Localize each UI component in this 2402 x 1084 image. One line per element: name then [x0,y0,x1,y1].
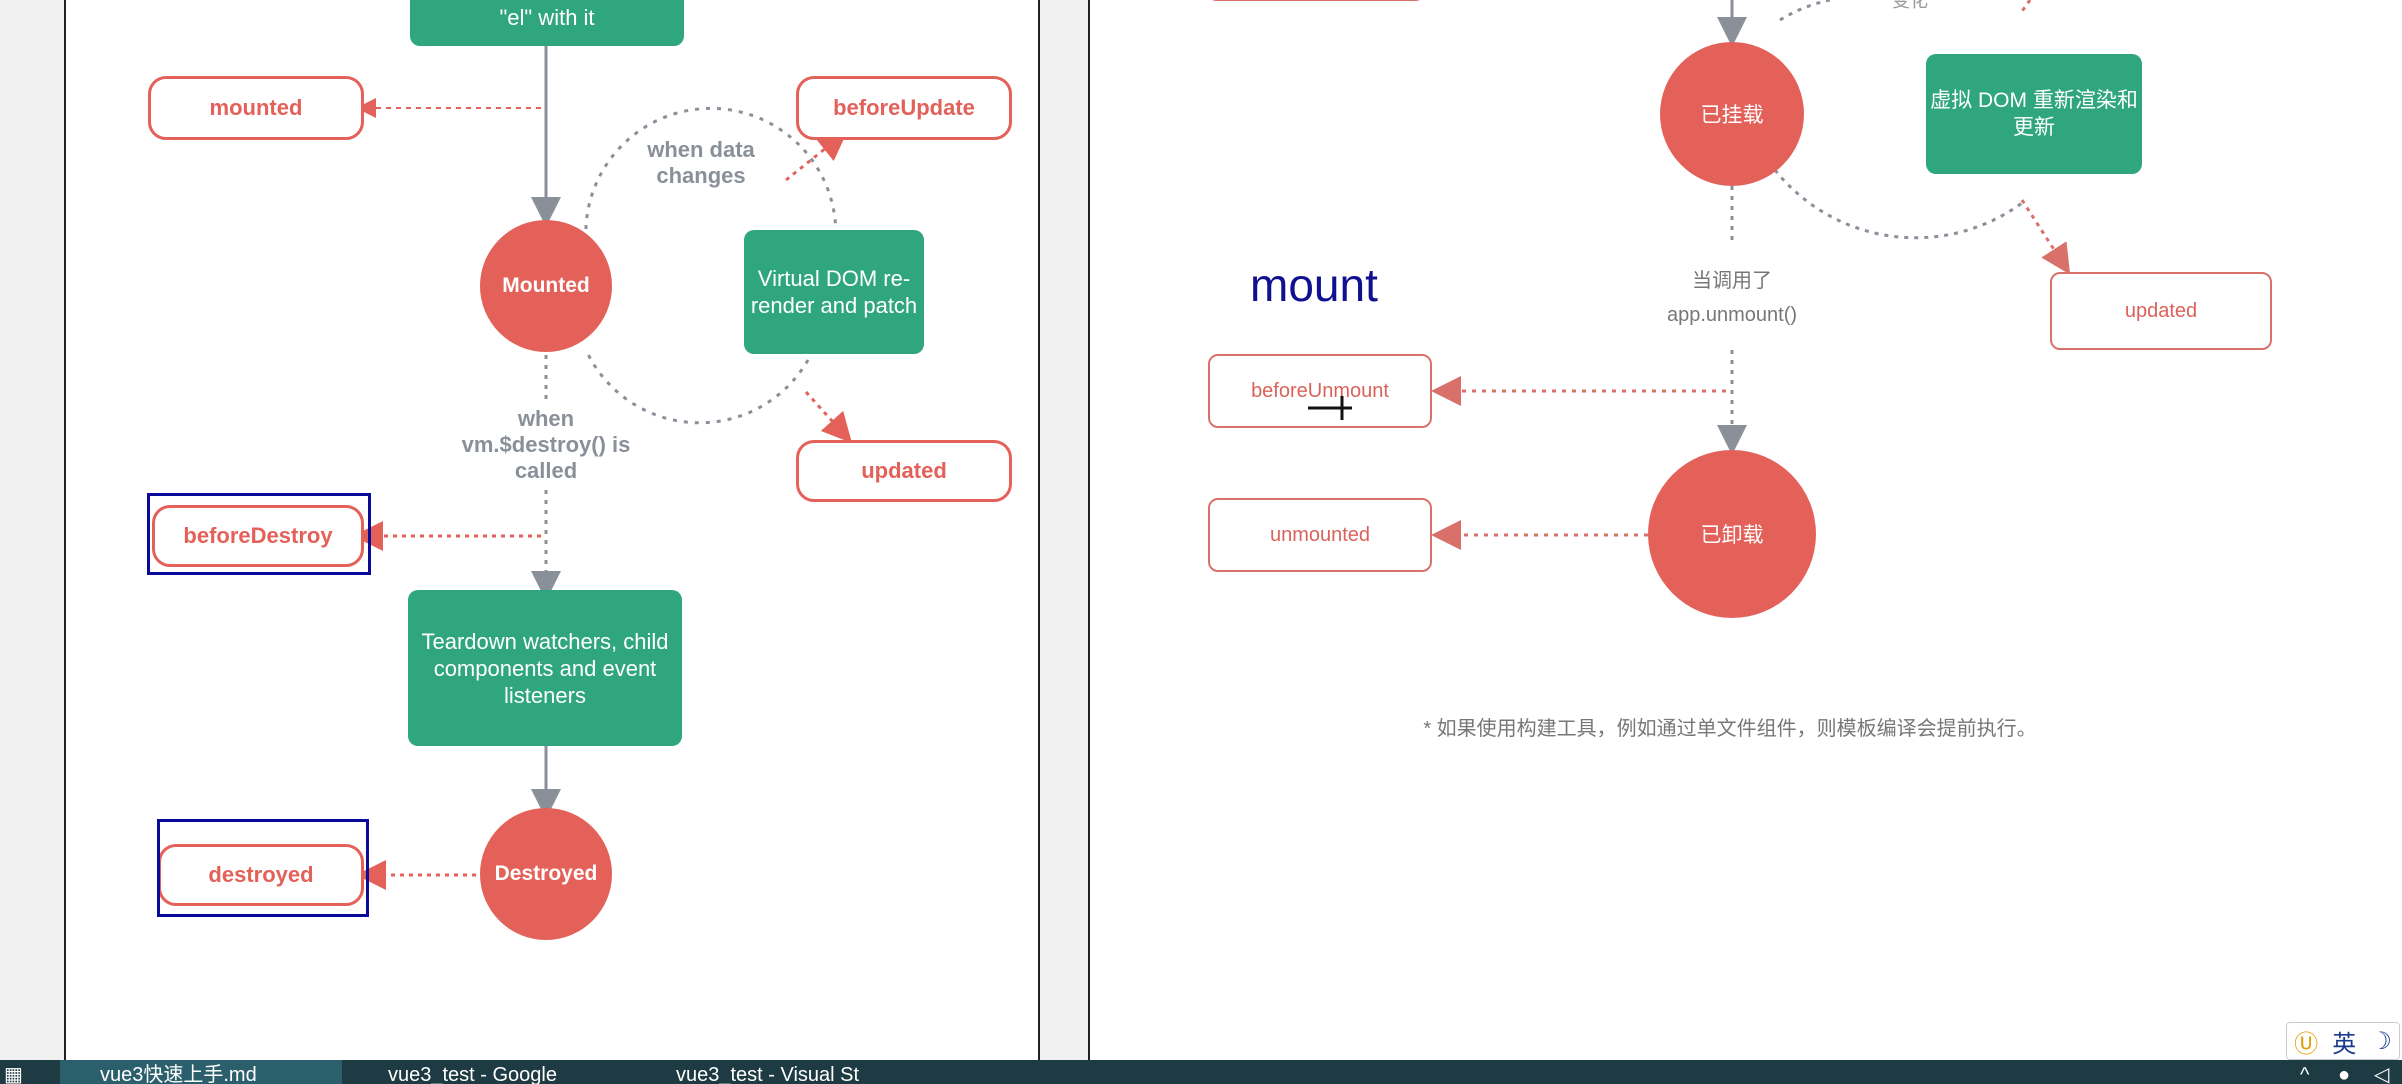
mounted-hook-label: mounted [209,95,303,120]
taskbar-item-chrome[interactable]: vue3_test - Google [358,1060,598,1084]
destroyed-hook-label: destroyed [208,862,314,887]
mounted-state-circle-cn: 已挂载 [1660,42,1804,186]
taskbar-item-vscode-label: vue3_test - Visual St [676,1064,860,1084]
tray-chevron-up-icon[interactable]: ^ [2300,1064,2310,1084]
vue2-lifecycle-diagram: "el" with it mounted beforeUpdate when d… [64,0,1040,1060]
tray-app-icon[interactable]: ● [2338,1064,2351,1084]
updated-hook-label: updated [861,458,947,483]
ime-logo-icon: Ⓤ [2294,1030,2319,1058]
virtual-dom-box-cn: 虚拟 DOM 重新渲染和更新 [1926,54,2142,174]
virtual-dom-text: Virtual DOM re-render and patch [750,266,918,318]
selection-box-before-destroy [147,493,371,575]
mount-annotation: mount [1250,259,1378,311]
taskbar-item-vscode[interactable]: vue3_test - Visual St [640,1060,900,1084]
taskbar-item-markdown-label: vue3快速上手.md [100,1064,257,1084]
before-update-hook: beforeUpdate [796,76,1012,140]
compile-template-text: "el" with it [499,4,595,30]
before-unmount-hook: beforeUnmount [1208,354,1432,428]
ime-language-label: 英 [2332,1030,2357,1058]
right-connectors [1212,0,2071,550]
when-data-changes-label: when data changes [647,137,755,188]
before-destroy-hook: beforeDestroy [152,505,364,567]
mounted-state-label: Mounted [502,274,590,297]
destroyed-state-label: Destroyed [494,862,598,885]
taskbar: ▦ vue3快速上手.md vue3_test - Google vue3_te… [0,1060,2402,1084]
virtual-dom-text-cn: 虚拟 DOM 重新渲染和更新 [1930,89,2138,139]
unmounted-hook: unmounted [1208,498,1432,572]
taskbar-item-markdown[interactable]: vue3快速上手.md [60,1060,342,1084]
updated-hook-label-cn: updated [2124,299,2198,322]
crosshair-cursor-icon [1308,396,1352,420]
change-label: 变化 [1892,0,1928,11]
unmounted-state-circle: 已卸载 [1648,450,1816,618]
footnote: * 如果使用构建工具，例如通过单文件组件，则模板编译会提前执行。 [1423,718,2037,740]
destroyed-hook: destroyed [158,844,364,906]
mounted-state-circle: Mounted [480,220,612,352]
unmounted-state-label: 已卸载 [1700,524,1764,547]
destroyed-state-circle: Destroyed [480,808,612,940]
unmounted-hook-label: unmounted [1269,523,1371,546]
ime-indicator[interactable]: Ⓤ 英 ☽ [2286,1022,2400,1060]
mounted-hook: mounted [148,76,364,140]
vue3-lifecycle-diagram: 变化 已挂载 虚拟 DOM 重新渲染和更新 mount 当调用了 app.unm… [1088,0,2402,1060]
when-destroy-label: when vm.$destroy() is called [461,406,631,483]
mounted-state-label-cn: 已挂载 [1700,104,1764,127]
compile-template-box: "el" with it [410,0,684,46]
taskbar-item-chrome-label: vue3_test - Google [388,1064,557,1084]
when-called-label: 当调用了 [1692,270,1772,292]
virtual-dom-box: Virtual DOM re-render and patch [744,230,924,354]
start-icon[interactable]: ▦ [4,1064,23,1084]
teardown-text: Teardown watchers, child components and … [421,628,669,708]
before-unmount-hook-label: beforeUnmount [1251,379,1389,402]
before-destroy-hook-label: beforeDestroy [183,523,333,548]
volume-icon[interactable]: ◁ [2374,1064,2390,1084]
teardown-box: Teardown watchers, child components and … [408,590,682,746]
updated-hook: updated [796,440,1012,502]
selection-box-destroyed [157,819,369,917]
unmount-call-label: app.unmount() [1666,304,1798,326]
moon-icon: ☽ [2370,1027,2392,1055]
before-update-hook-label: beforeUpdate [833,95,975,120]
updated-hook-cn: updated [2050,272,2272,350]
